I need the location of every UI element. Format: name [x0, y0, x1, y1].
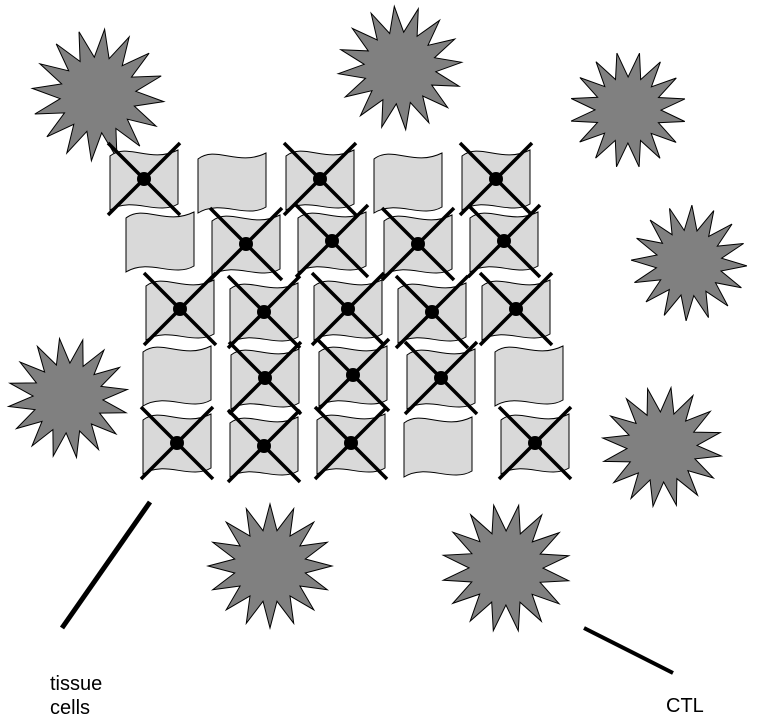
ctl-starburst — [338, 6, 461, 129]
tissue-cell-killed — [312, 273, 384, 345]
kill-dot — [341, 302, 355, 316]
tissue-cell-killed — [405, 342, 477, 414]
kill-dot — [346, 368, 360, 382]
ctl-label: CTL — [666, 694, 704, 718]
tissue-cell-killed — [382, 208, 454, 280]
tissue-cell-killed — [468, 205, 540, 277]
tissue-cell-killed — [284, 143, 356, 215]
tissue-cell-body — [198, 153, 266, 213]
kill-dot — [257, 439, 271, 453]
tissue-cell-killed — [210, 208, 282, 280]
kill-dot — [137, 172, 151, 186]
tissue-cell — [374, 153, 442, 213]
kill-dot — [497, 234, 511, 248]
tissue-cell-killed — [228, 276, 300, 348]
tissue-label-line2: cells — [50, 696, 130, 720]
kill-dot — [313, 172, 327, 186]
tissue-cell — [495, 346, 563, 406]
kill-dot — [489, 172, 503, 186]
tissue-cell-killed — [296, 205, 368, 277]
tissue-cell-killed — [144, 273, 216, 345]
tissue-cell-killed — [499, 407, 571, 479]
kill-dot — [425, 305, 439, 319]
kill-dot — [434, 371, 448, 385]
kill-dot — [239, 237, 253, 251]
tissue-cell — [404, 417, 472, 477]
ctl-starburst — [9, 339, 128, 458]
ctl-starburst — [443, 505, 569, 631]
tissue-cell-killed — [108, 143, 180, 215]
kill-dot — [258, 371, 272, 385]
tissue-cell-body — [495, 346, 563, 406]
tissue-cell — [126, 212, 194, 272]
tissue-cell-killed — [460, 143, 532, 215]
tissue-cells-label: tissue cells — [50, 672, 130, 720]
kill-dot — [170, 436, 184, 450]
tissue-cells-pointer-line — [62, 502, 150, 628]
kill-dot — [344, 436, 358, 450]
tissue-label-line1: tissue — [50, 672, 130, 696]
tissue-cell-body — [404, 417, 472, 477]
ctl-starburst — [571, 53, 685, 167]
ctl-starburst — [631, 205, 747, 321]
tissue-cell — [198, 153, 266, 213]
tissue-cell-grid — [108, 143, 571, 482]
tissue-cell-killed — [229, 342, 301, 414]
tissue-cell-body — [374, 153, 442, 213]
ctl-starburst — [603, 388, 722, 507]
ctl-starburst — [32, 29, 163, 160]
tissue-cell-body — [126, 212, 194, 272]
tissue-cell-killed — [141, 407, 213, 479]
ctl-starburst — [208, 504, 332, 628]
tissue-cell-killed — [228, 410, 300, 482]
tissue-cell-body — [143, 346, 211, 406]
kill-dot — [257, 305, 271, 319]
tissue-cell-killed — [315, 407, 387, 479]
kill-dot — [173, 302, 187, 316]
kill-dot — [411, 237, 425, 251]
tissue-cell-killed — [396, 276, 468, 348]
ctl-pointer-line — [584, 628, 673, 673]
kill-dot — [528, 436, 542, 450]
kill-dot — [325, 234, 339, 248]
tissue-cell-killed — [317, 339, 389, 411]
kill-dot — [509, 302, 523, 316]
tissue-cell-killed — [480, 273, 552, 345]
tissue-cell — [143, 346, 211, 406]
